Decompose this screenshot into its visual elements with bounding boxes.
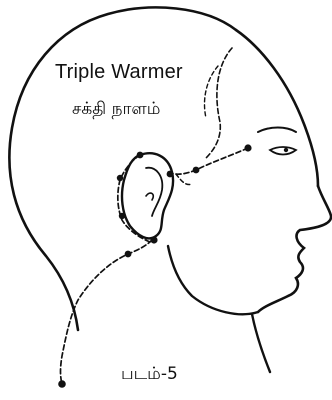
eye (270, 147, 296, 155)
acupoint (58, 380, 66, 388)
figure-caption: படம்-5 (121, 364, 178, 386)
acupoint (167, 171, 174, 178)
acupoint (117, 175, 123, 181)
hairline (206, 48, 232, 158)
ear-inner (146, 168, 162, 216)
ear-canal (146, 193, 153, 200)
jaw-line (168, 246, 258, 314)
temple-hairline (205, 66, 219, 118)
acupoint (137, 152, 144, 159)
acupoint (193, 167, 200, 174)
acupoint (125, 251, 132, 258)
meridian-line-front (176, 174, 192, 185)
eye-pupil (284, 148, 288, 152)
neck-front (252, 314, 270, 372)
meridian-line-temple (168, 148, 248, 174)
eyebrow (258, 128, 296, 133)
head-outline (9, 7, 236, 330)
figure-title-tamil: சக்தி நாளம் (72, 99, 160, 121)
acupoint (119, 213, 125, 219)
face-profile (258, 186, 331, 312)
acupoint (150, 236, 157, 243)
forehead-outline (236, 30, 318, 186)
acupoint (244, 144, 251, 151)
figure-title-english: Triple Warmer (55, 61, 183, 84)
ear-outer (122, 153, 173, 238)
